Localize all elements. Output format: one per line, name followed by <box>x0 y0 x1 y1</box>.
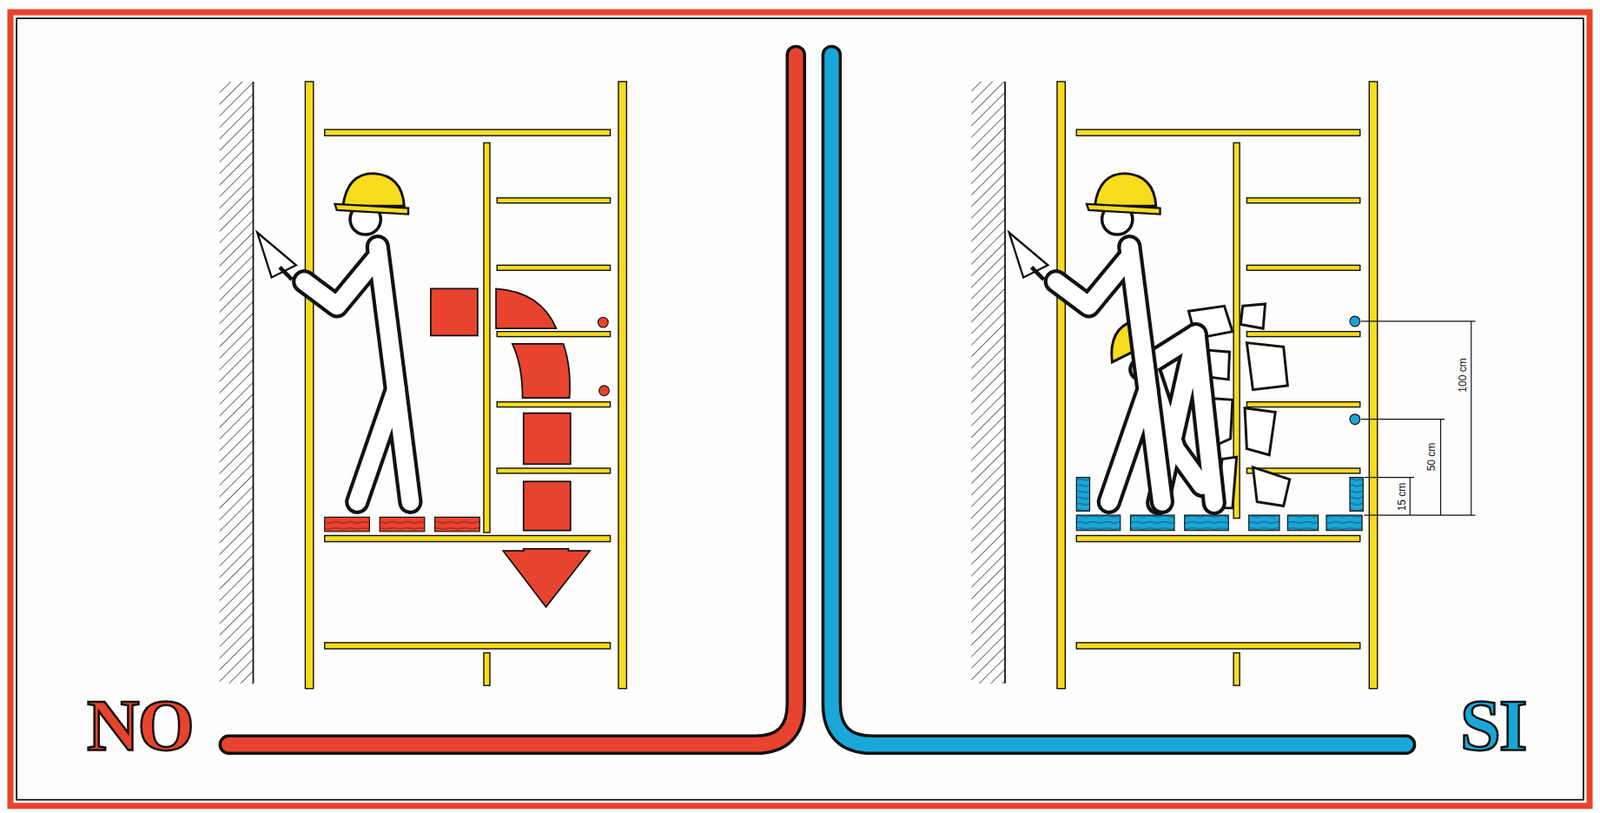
rect-shape <box>1076 515 1120 531</box>
rect-shape <box>496 468 610 474</box>
dimension-lines <box>1361 321 1476 516</box>
path-shape <box>1031 267 1045 280</box>
rect-shape <box>304 81 313 689</box>
path-shape <box>512 343 570 398</box>
path-shape <box>495 288 556 329</box>
use-shape <box>1129 246 1148 390</box>
rect-shape <box>379 516 425 531</box>
line-shape <box>1409 477 1411 516</box>
use-shape <box>377 246 397 390</box>
rect-shape <box>618 81 627 689</box>
rect-shape <box>324 642 611 649</box>
path-shape <box>279 267 292 280</box>
wall-hatch <box>219 81 254 684</box>
rect-shape <box>1246 402 1360 408</box>
rect-shape <box>1368 81 1377 689</box>
rect-shape <box>1246 331 1360 338</box>
poster-frame-inner <box>16 18 1584 800</box>
path-shape <box>334 204 409 215</box>
use-shape <box>304 258 376 306</box>
verdict-wrong: NO <box>86 689 193 763</box>
line-shape <box>1363 476 1415 478</box>
poster-frame <box>10 12 1590 807</box>
path-shape <box>502 548 590 608</box>
circle-shape <box>1349 316 1361 327</box>
rect-shape <box>1076 642 1360 649</box>
rect-shape <box>483 653 490 687</box>
rect-shape <box>1184 515 1229 531</box>
dimension-label: 50 cm <box>1426 442 1437 473</box>
rect-shape <box>1076 477 1090 512</box>
path-shape <box>343 173 404 207</box>
path-shape <box>228 54 796 745</box>
use-shape <box>1129 246 1148 390</box>
use-shape <box>1109 390 1163 503</box>
path-shape <box>1086 204 1161 215</box>
path-shape <box>831 54 1406 745</box>
correct-scaffold <box>971 81 1475 689</box>
rect-shape <box>435 516 481 531</box>
rect-shape <box>1076 129 1360 136</box>
line-shape <box>1363 514 1475 516</box>
rect-shape <box>1287 515 1318 531</box>
rect-shape <box>496 198 610 204</box>
divider-no <box>228 54 796 745</box>
verdict-right: SI <box>1460 689 1526 763</box>
path-shape <box>228 54 796 745</box>
rect-shape <box>324 535 611 543</box>
path-shape <box>1240 304 1265 329</box>
rect-shape <box>1246 198 1360 204</box>
falling-material <box>430 288 590 607</box>
line-shape <box>252 81 255 684</box>
use-shape <box>377 246 397 390</box>
line-shape <box>1470 321 1472 516</box>
path-shape <box>1009 232 1049 278</box>
divider-si <box>831 54 1406 745</box>
rect-shape <box>1233 653 1240 687</box>
rect-shape <box>523 413 571 465</box>
circle-shape <box>1349 414 1361 425</box>
line-shape <box>1004 81 1006 684</box>
rect-shape <box>1326 515 1362 531</box>
rect-shape <box>1249 515 1280 531</box>
use-shape <box>304 258 376 306</box>
rect-shape <box>1076 535 1360 543</box>
rect-shape <box>1349 477 1363 512</box>
circle-shape <box>597 317 609 328</box>
wrong-scaffold <box>219 81 628 689</box>
path-shape <box>1252 467 1290 507</box>
line-shape <box>1361 418 1445 420</box>
rect-shape <box>1057 81 1065 689</box>
dimension-label: 15 cm <box>1396 482 1408 513</box>
line-shape <box>1361 320 1476 322</box>
rect-shape <box>430 288 478 336</box>
rect-shape <box>324 516 371 531</box>
rect-shape <box>483 142 490 533</box>
path-shape <box>1244 408 1276 456</box>
rect-shape <box>1246 264 1360 271</box>
rect-shape <box>324 129 611 136</box>
wall-hatch <box>971 81 1005 684</box>
rect-shape <box>496 331 610 338</box>
use-shape <box>1056 258 1128 306</box>
use-shape <box>357 390 410 503</box>
use-shape <box>357 390 410 503</box>
path-shape <box>1246 343 1288 391</box>
use-shape <box>1109 390 1163 503</box>
rect-shape <box>496 402 610 408</box>
path-shape <box>1094 173 1156 207</box>
dimension-label: 100 cm <box>1456 357 1468 394</box>
use-shape <box>1056 258 1128 306</box>
circle-shape <box>599 385 610 397</box>
rect-shape <box>523 481 571 530</box>
line-shape <box>1440 419 1442 516</box>
path-shape <box>831 54 1406 745</box>
path-shape <box>257 232 297 278</box>
rect-shape <box>1130 515 1175 531</box>
rect-shape <box>496 264 610 271</box>
